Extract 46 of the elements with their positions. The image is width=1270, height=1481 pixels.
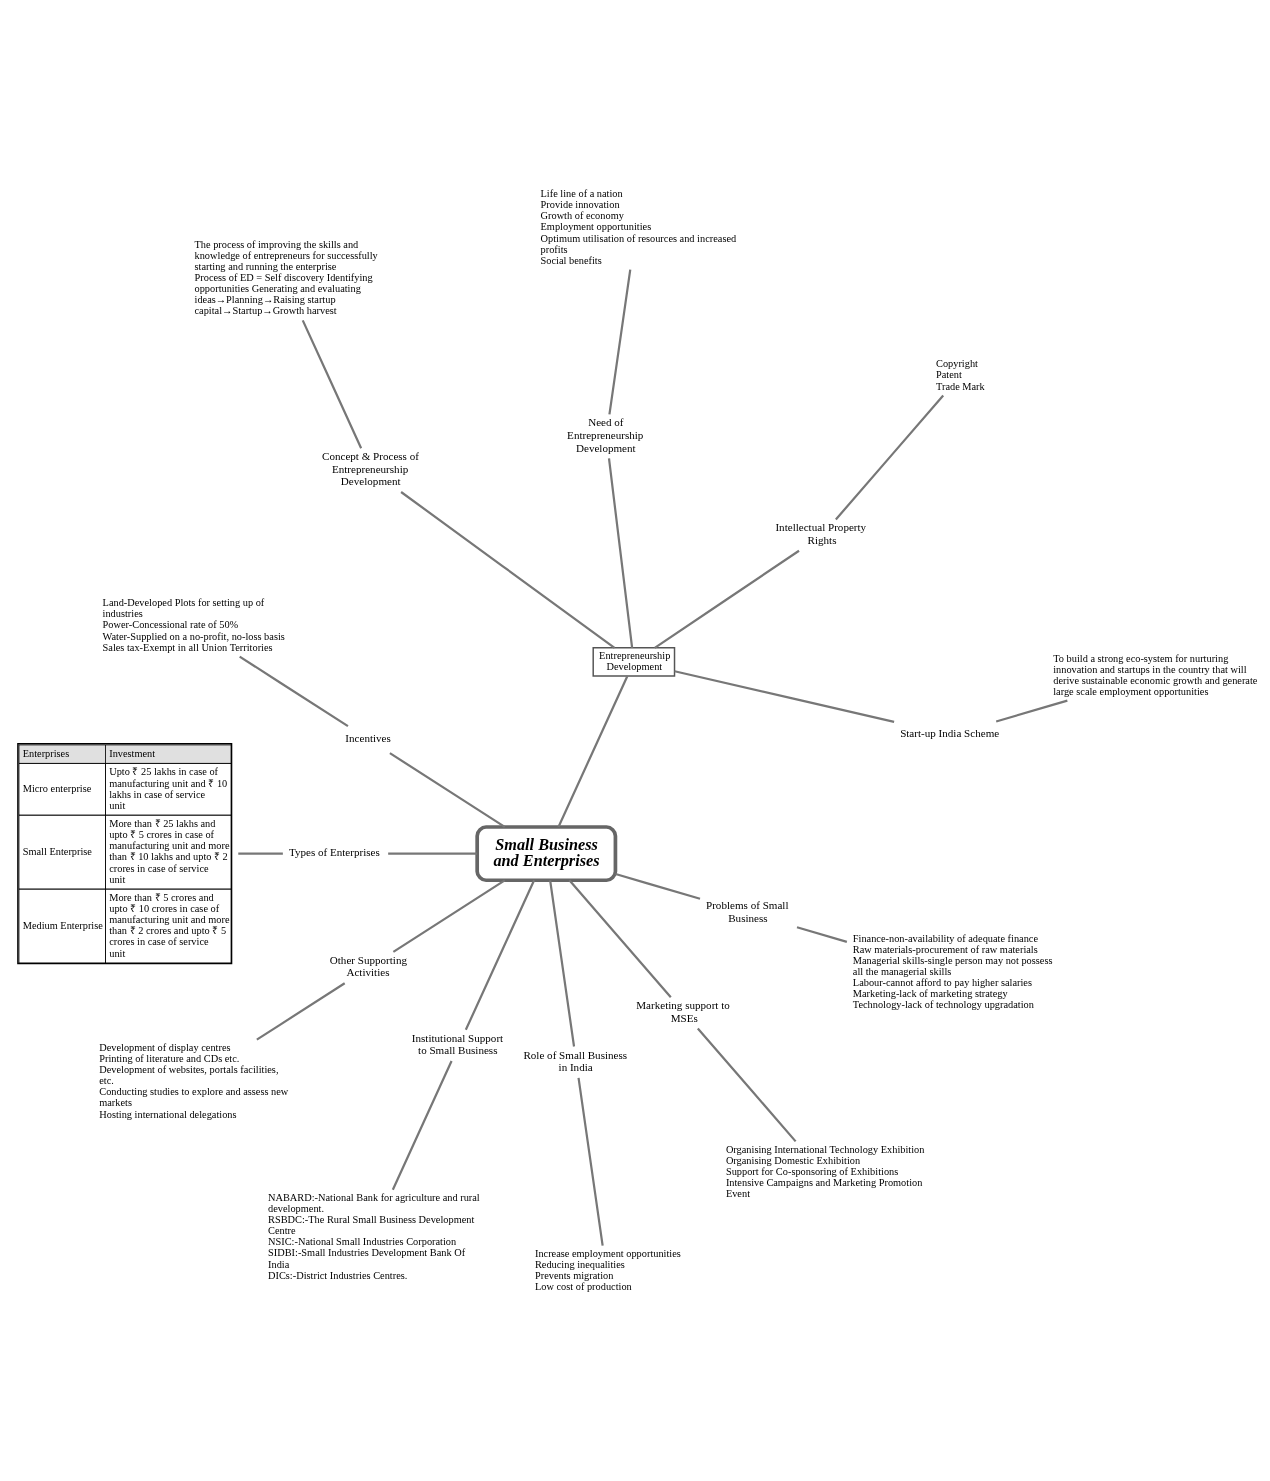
node-text: Incentives xyxy=(345,731,391,744)
node-text: Marketing support to MSEs xyxy=(636,998,730,1024)
node-text: Start-up India Scheme xyxy=(900,726,1000,739)
node-text: Life line of a nation Provide innovation Growth of economy Employment opportunities Optimum utilisation of resources and increased profits Social benefits xyxy=(540,187,737,266)
node-text: Role of Small Business in India xyxy=(523,1048,628,1073)
connector xyxy=(568,879,672,998)
node-text: Intellectual Property Rights xyxy=(775,520,867,546)
node-text: The process of improving the skills and knowledge of entrepreneurs for successfully starting and running the enterprise Process of ED = Self discovery Identifying opportunities Generating and evaluating ideas→Planning→Raising startup capital→Startup→Growth harvest xyxy=(194,238,378,316)
connector xyxy=(835,394,945,520)
connector xyxy=(615,872,701,900)
node-text: Finance-non-availability of adequate finance Raw materials-procurement of raw materials Managerial skills-single person may not possess all the managerial skills Labour-cannot afford to pay higher salaries Marketing-lack of marketing strategy Technology-lack of technology upgradation xyxy=(852,932,1053,1010)
connector xyxy=(696,1027,797,1142)
connector xyxy=(654,549,800,649)
connector xyxy=(464,879,536,1030)
node-box: Small Business and Enterprises xyxy=(475,824,618,882)
connector xyxy=(549,879,576,1047)
connector xyxy=(557,675,629,827)
node-text: Other Supporting Activities xyxy=(329,953,408,978)
node-text: Concept & Process of Entrepreneurship Development xyxy=(322,449,419,487)
connector xyxy=(388,852,477,855)
connector xyxy=(607,457,634,648)
connector xyxy=(400,490,616,649)
connector xyxy=(256,981,346,1041)
node-text: Increase employment opportunities Reducing inequalities Prevents migration Low cost of production xyxy=(534,1247,681,1292)
connector xyxy=(389,751,506,828)
connector xyxy=(301,319,363,449)
connector xyxy=(577,1077,604,1246)
connector xyxy=(995,699,1068,723)
node-text: Organising International Technology Exhibition Organising Domestic Exhibition Support for Co-sponsoring of Exhibitions Intensive Campaigns and Marketing Promotion Event xyxy=(725,1143,925,1199)
connector xyxy=(796,925,848,943)
node-text: Copyright Patent Trade Mark xyxy=(936,357,985,392)
node-text: Land-Developed Plots for setting up of industries Power-Concessional rate of 50% Water-Supplied on a no-profit, no-loss basis Sales tax-Exempt in all Union Territories xyxy=(102,596,285,653)
node-text: Problems of Small Business xyxy=(706,898,789,924)
node-text: Need of Entrepreneurship Development xyxy=(567,415,644,454)
node-box: Entrepreneurship Development xyxy=(592,646,676,677)
connector xyxy=(238,852,283,855)
connector xyxy=(239,655,349,727)
node-text: Types of Enterprises xyxy=(288,845,380,858)
node-text: Institutional Support to Small Business xyxy=(411,1031,504,1056)
connector xyxy=(608,269,632,415)
node-text: NABARD:-National Bank for agriculture and rural development. RSBDC:-The Rural Small Business Development Centre NSIC:-National Small Industries Corporation SIDBI:-Small Industries Development Bank Of India DICs:-District Industries Centres. xyxy=(268,1191,480,1281)
connector xyxy=(674,669,895,723)
node-text: To build a strong eco-system for nurturing innovation and startups in the country that will derive sustainable economic growth and generate large scale employment opportunities xyxy=(1053,652,1258,697)
connector xyxy=(392,878,506,953)
connector xyxy=(391,1060,453,1190)
node-text: Development of display centres Printing of literature and CDs etc. Development of websites, portals facilities, etc. Conducting studies to explore and assess new markets Hosting international delegations xyxy=(99,1041,289,1120)
